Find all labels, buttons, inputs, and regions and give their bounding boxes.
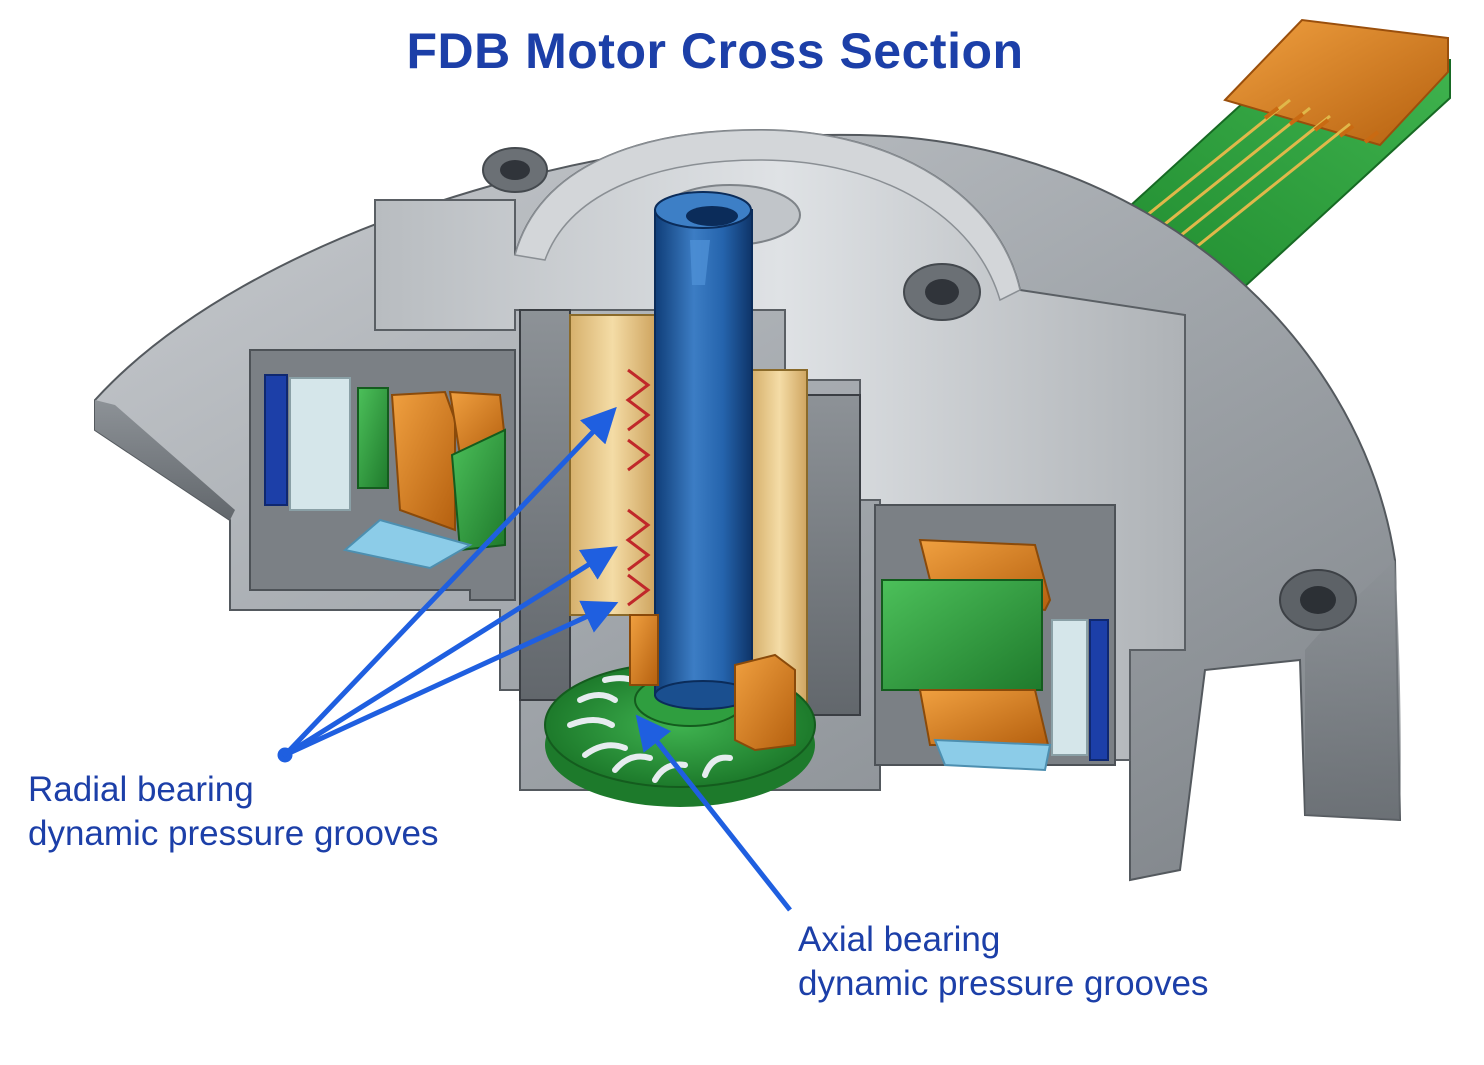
axial-label-line2: dynamic pressure grooves bbox=[798, 964, 1209, 1003]
radial-bearing-label: Radial bearing dynamic pressure grooves bbox=[28, 768, 438, 856]
lower-ring-right bbox=[734, 653, 796, 752]
right-magnet bbox=[1089, 619, 1109, 761]
radial-grooves bbox=[625, 368, 651, 607]
axial-bearing-label: Axial bearing dynamic pressure grooves bbox=[798, 918, 1208, 1006]
page-title: FDB Motor Cross Section bbox=[406, 23, 1024, 79]
right-stator-core bbox=[881, 579, 1043, 691]
arrow-icon bbox=[283, 406, 617, 757]
axial-label-line1: Axial bearing bbox=[798, 920, 1001, 959]
left-coil bbox=[390, 390, 456, 532]
radial-arrows bbox=[277, 406, 619, 763]
arrow-icon bbox=[283, 600, 619, 758]
left-stator-pocket bbox=[249, 349, 516, 601]
right-stator-pocket bbox=[874, 504, 1116, 772]
radial-arrow-origin bbox=[277, 747, 293, 763]
rotor-sleeve-right bbox=[804, 394, 861, 716]
arrow-icon bbox=[635, 714, 792, 912]
radial-label-line1: Radial bearing bbox=[28, 770, 254, 809]
left-magnet bbox=[264, 374, 288, 506]
radial-label-line2: dynamic pressure grooves bbox=[28, 814, 439, 853]
shaft bbox=[654, 191, 753, 710]
lower-ring-left bbox=[629, 614, 659, 686]
arrow-icon bbox=[283, 546, 618, 758]
axial-arrow bbox=[635, 714, 792, 912]
left-back-iron bbox=[289, 377, 351, 511]
